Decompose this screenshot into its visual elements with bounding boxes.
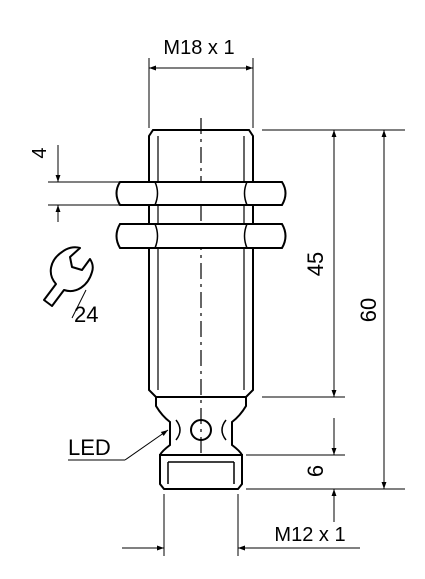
dim-thread-bottom: M12 x 1	[122, 494, 360, 556]
dim-connector-length: 6	[303, 418, 337, 522]
dim-total-length: 60	[356, 130, 387, 489]
led-housing	[155, 397, 247, 456]
led-callout: LED	[68, 429, 169, 461]
sensor-body	[148, 129, 254, 398]
nut-lower	[115, 223, 287, 249]
label-led: LED	[68, 435, 111, 460]
label-wrench-size: 24	[74, 302, 98, 327]
label-nut-thickness: 4	[29, 147, 51, 158]
label-thread-bottom: M12 x 1	[274, 524, 345, 546]
dim-thread-length: 45	[303, 130, 337, 397]
label-total-length: 60	[356, 298, 381, 322]
wrench-icon	[43, 246, 94, 307]
label-connector-length: 6	[303, 465, 328, 477]
label-thread-length: 45	[303, 252, 328, 276]
nut-upper	[115, 181, 287, 206]
connector	[159, 454, 243, 490]
dim-thread-top: M18 x 1	[148, 37, 254, 128]
label-thread-top: M18 x 1	[163, 37, 234, 59]
dim-nut-thickness: 4	[29, 145, 120, 222]
wrench-leader	[71, 289, 87, 319]
led-indicator	[190, 419, 212, 441]
